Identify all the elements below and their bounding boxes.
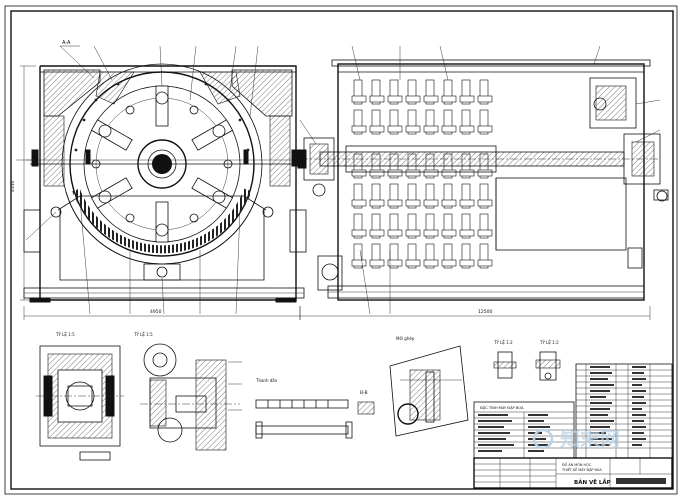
bearing-section-detail: TỶ LỆ 1:5 xyxy=(36,332,124,461)
scale-label-right-2: TỶ LỆ 1:2 xyxy=(539,340,559,345)
title-sheet-name: BẢN VẼ LẮP xyxy=(574,478,611,486)
title-school: ĐỒ ÁN MÔN HỌC xyxy=(562,462,592,467)
scale-label-right-1: TỶ LỆ 1:2 xyxy=(493,340,513,345)
section-b-label: B-B xyxy=(360,390,368,396)
rotor-disk-detail: TỶ LỆ 1:5 xyxy=(133,332,242,451)
fastener-details: TỶ LỆ 1:2 TỶ LỆ 1:2 xyxy=(493,340,561,381)
side-width-dimension: 12500 xyxy=(478,309,492,315)
watermark-logo-icon xyxy=(532,428,554,450)
sheet-inner-border xyxy=(10,10,674,490)
title-block: ĐỒ ÁN MÔN HỌC THIẾT KẾ MÁY ĐẬP BÚA BẢN V… xyxy=(473,457,673,489)
scale-label-mid: TỶ LỆ 1:5 xyxy=(133,332,153,337)
spec-header: ĐẶC TÍNH MÁY ĐẬP BÚA xyxy=(480,405,524,410)
section-marker-a: A-A xyxy=(62,40,71,46)
side-view: 12500 xyxy=(297,45,669,320)
shaft-detail-label: Thanh dẫn xyxy=(255,378,278,383)
shaft-detail: Thanh dẫn xyxy=(255,378,353,439)
joint-detail: Mối ghép xyxy=(389,336,469,437)
title-project: THIẾT KẾ MÁY ĐẬP BÚA xyxy=(561,466,602,472)
watermark-text: 知末网 xyxy=(560,427,620,451)
section-bb: B-B xyxy=(357,390,375,415)
scale-label-left: TỶ LỆ 1:5 xyxy=(55,332,75,337)
front-view: 4950 4330 A-A xyxy=(10,40,307,320)
height-dimension: 4330 xyxy=(10,180,16,192)
spec-table: ĐẶC TÍNH MÁY ĐẬP BÚA xyxy=(473,401,575,459)
joint-detail-label: Mối ghép xyxy=(396,336,415,341)
sheet-outer-border xyxy=(4,5,678,495)
front-width-dimension: 4950 xyxy=(150,309,162,315)
